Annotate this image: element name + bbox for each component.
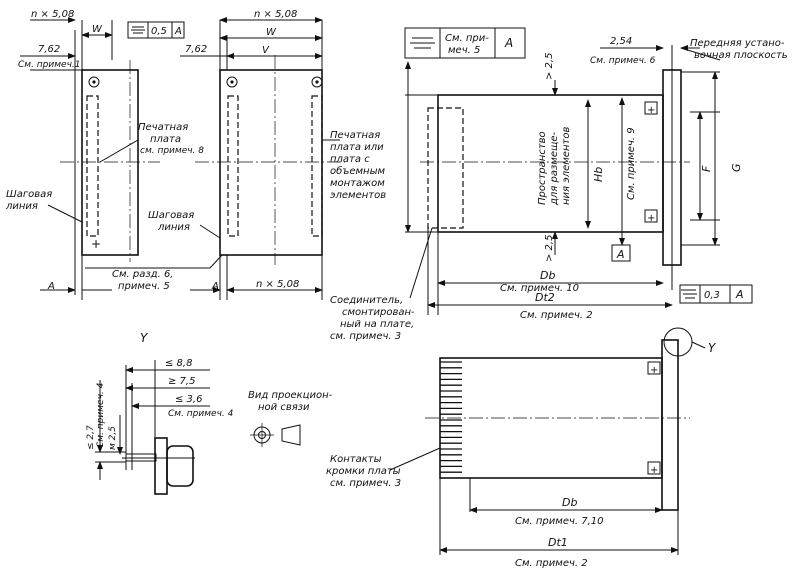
- note-primech4-v: См. примеч. 4: [96, 382, 106, 448]
- label-pech-ili-4: объемным: [330, 165, 385, 177]
- note-sm-pri: См. при-: [445, 33, 489, 44]
- dim-n508-mid: n × 5,08: [254, 9, 297, 20]
- label-soed-2: смонтирован-: [342, 307, 415, 318]
- note-razd6: См. разд. 6,: [112, 269, 174, 280]
- board-view-middle: [85, 17, 345, 300]
- plus-mark: +: [91, 237, 101, 251]
- projection-symbol: [250, 423, 301, 447]
- note-primech710: См. примеч. 7,10: [515, 516, 604, 527]
- note-primech2: См. примеч. 2: [520, 310, 593, 321]
- note-primech10: См. примеч. 10: [500, 283, 579, 294]
- note-primech6: См. примеч. 6: [590, 56, 656, 66]
- tol-datum-a: A: [174, 26, 182, 37]
- dim-gt25-top: > 2,5: [544, 53, 555, 80]
- label-pech-ili-2: плата или: [330, 142, 384, 153]
- tolerance-frame-05: [127, 21, 185, 39]
- label-pech-ili-6: элементов: [330, 190, 386, 201]
- dim-g: G: [730, 163, 743, 172]
- dim-gt25-bottom: > 2,5: [544, 235, 555, 262]
- label-soed-4: см. примеч. 3: [330, 331, 401, 342]
- detail-y-title: Y: [140, 331, 149, 345]
- label-vid-2: ной связи: [258, 402, 310, 413]
- board-side-bottom: [389, 327, 706, 555]
- dim-n508-bottom: n × 5,08: [256, 279, 299, 290]
- label-vochnaya: вочная плоскость: [694, 50, 788, 61]
- note-primech5: примеч. 5: [118, 281, 170, 292]
- tol-value-03: 0,3: [704, 290, 720, 301]
- dim-254: 2,54: [610, 36, 632, 47]
- detail-y-view: [95, 360, 210, 495]
- dim-le36: ≤ 3,6: [175, 394, 202, 405]
- plus-mark-4: +: [650, 365, 658, 376]
- dim-v-mid: V: [262, 45, 270, 56]
- dim-762-mid: 7,62: [185, 44, 207, 55]
- label-pech-ili-1: Печатная: [330, 130, 380, 141]
- label-prostranstvo-1: Пространство: [537, 131, 548, 205]
- tol-value-05: 0,5: [151, 26, 167, 37]
- label-vid-1: Вид проекцион-: [248, 390, 333, 401]
- edge-contacts: [440, 361, 462, 473]
- dim-le88: ≤ 8,8: [165, 358, 192, 369]
- note-primech8: см. примеч. 8: [140, 146, 204, 156]
- label-pech-ili-5: монтажом: [330, 178, 385, 189]
- tol-datum-a-3: A: [735, 288, 744, 301]
- dim-ge75: ≥ 7,5: [168, 376, 195, 387]
- board-view-left: +: [20, 17, 160, 300]
- label-pech-ili-3: плата с: [330, 154, 370, 165]
- dim-le27: ≤ 2,7: [86, 425, 96, 450]
- dim-w-mid: W: [266, 27, 277, 38]
- label-shagovaya-2: Шаговая: [148, 210, 194, 221]
- dim-w-left: W: [92, 24, 103, 35]
- tolerance-frame-03: [679, 284, 753, 304]
- label-prostranstvo-3: ния элементов: [561, 127, 572, 205]
- label-kontakty-1: Контакты: [330, 454, 382, 465]
- label-soed-3: ный на плате,: [340, 319, 414, 330]
- note-primech2-b: См. примеч. 2: [515, 558, 588, 569]
- dim-n508-left: n × 5,08: [31, 9, 74, 20]
- detail-y-marker: Y: [708, 341, 717, 355]
- dim-db-2: Db: [562, 496, 577, 509]
- side-view-top: [405, 45, 721, 315]
- datum-box-a: [611, 244, 631, 262]
- note-primech4: См. примеч. 4: [168, 409, 234, 419]
- dim-dt2: Dt2: [535, 291, 555, 304]
- tolerance-frame-sm-pri: [404, 27, 526, 59]
- label-a-left: A: [47, 281, 55, 292]
- label-perednyaya: Передняя устано-: [690, 38, 785, 49]
- dim-f: F: [700, 165, 713, 172]
- plus-mark-3: +: [647, 213, 655, 224]
- dim-762-left: 7,62: [38, 44, 60, 55]
- label-plata: плата: [150, 134, 181, 145]
- tol-datum-a-2: A: [504, 36, 513, 50]
- plus-mark-5: +: [650, 465, 658, 476]
- dim-m25: м 2,5: [108, 426, 118, 450]
- label-shagovaya: Шаговая: [6, 189, 52, 200]
- label-prostranstvo-2: для размеще-: [549, 131, 560, 206]
- label-soed-1: Соединитель,: [330, 295, 403, 306]
- datum-a-label: A: [616, 248, 625, 261]
- label-liniya: линия: [5, 201, 38, 212]
- plus-mark-2: +: [647, 105, 655, 116]
- label-liniya-2: линия: [157, 222, 190, 233]
- dim-hb: Hb: [592, 167, 605, 182]
- note-mech5: меч. 5: [448, 45, 480, 56]
- dim-dt1: Dt1: [548, 536, 568, 549]
- label-a-mid: A: [211, 281, 219, 292]
- note-primech9: См. примеч. 9: [626, 127, 637, 200]
- label-kontakty-2: кромки платы: [326, 466, 401, 477]
- label-pechatnaya: Печатная: [138, 122, 188, 133]
- label-kontakty-3: см. примеч. 3: [330, 478, 401, 489]
- note-primech1: См. примеч.1: [18, 60, 80, 70]
- dim-db: Db: [540, 269, 555, 282]
